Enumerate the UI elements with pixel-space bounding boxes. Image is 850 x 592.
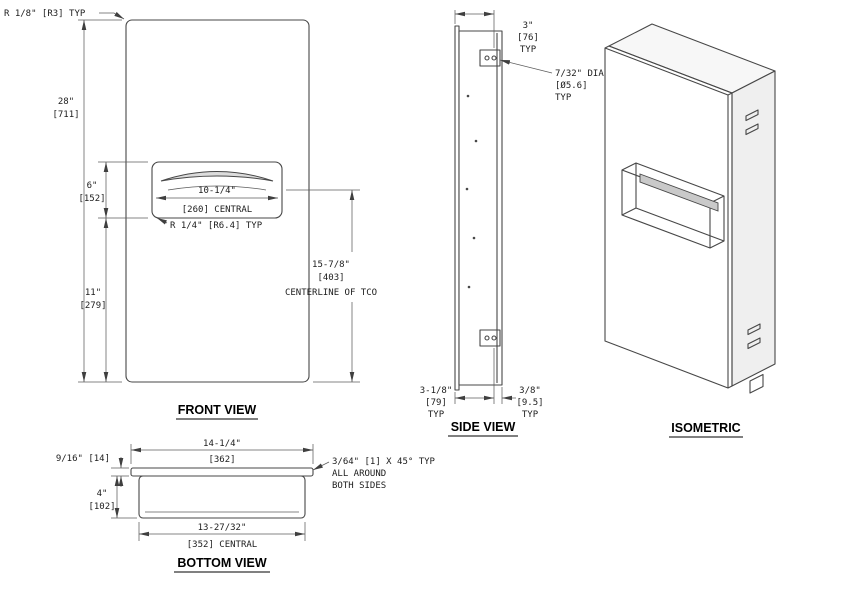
dim-front-height-mm: [711] [52,110,79,120]
bottom-body [138,475,306,519]
front-opening-outline [151,161,283,219]
dim-bottom-width: 14-1/4" [362] [130,439,314,465]
note-chamfer-line2: ALL AROUND [332,469,386,479]
note-chamfer: 3/64" [1] X 45° TYP ALL AROUND BOTH SIDE… [312,457,436,491]
side-body [458,30,503,386]
dim-front-opening-height-in: 6" [87,181,98,191]
dim-side-front-offset-mm: [79] [425,398,447,408]
iso-towel-slot [639,173,719,212]
dim-side-top-offset: 3" [76] TYP [454,10,539,55]
iso-bottom-tab [749,373,764,394]
dim-side-back-offset-in: 3/8" [519,386,541,396]
dim-bottom-width-mm: [362] [208,455,235,465]
note-hole-dia-typ: TYP [555,93,572,103]
dim-front-lower-mm: [279] [79,301,106,311]
front-view-label: FRONT VIEW [178,403,257,417]
dim-side-top-offset-typ: TYP [520,45,537,55]
dim-front-opening-height-mm: [152] [78,194,105,204]
dim-front-tco-mm: [403] [317,273,344,283]
dim-bottom-depth: 4" [102] [88,476,137,519]
side-weld-dots [465,94,478,289]
bottom-flange-strip [130,467,314,477]
dim-side-bottom-offsets: 3-1/8" [79] TYP 3/8" [9.5] TYP [420,348,544,420]
note-hole-dia-in: 7/32" DIA [555,69,604,79]
iso-right-face [731,70,776,387]
note-opening-radius-text: R 1/4" [R6.4] TYP [170,221,263,231]
dim-bottom-depth-in: 4" [97,489,108,499]
dim-front-lower-in: 11" [85,288,101,298]
dim-bottom-body-width: 13-27/32" [352] CENTRAL [138,522,306,550]
dim-front-opening-width: 10-1/4" [260] CENTRAL [156,186,278,215]
bottom-view: 14-1/4" [362] 9/16" [14] 4" [102] 13-27/… [56,439,436,573]
side-view: 3" [76] TYP 7/32" DIA [Ø5.6] TYP 3-1/8" … [420,10,604,437]
towel-slot-curve [160,171,274,182]
side-bottom-bracket [479,329,501,347]
iso-mounting-slots [745,109,761,350]
iso-flange-thickness [604,45,733,389]
dim-side-back-offset-typ: TYP [522,410,539,420]
isometric-view-label: ISOMETRIC [671,421,740,435]
dim-bottom-width-in: 14-1/4" [203,439,241,449]
side-view-label: SIDE VIEW [451,420,516,434]
dim-front-opening-width-in: 10-1/4" [198,186,236,196]
dim-side-top-offset-mm: [76] [517,33,539,43]
bottom-view-label: BOTTOM VIEW [177,556,267,570]
note-opening-radius: R 1/4" [R6.4] TYP [156,217,263,231]
dim-bottom-depth-mm: [102] [88,502,115,512]
front-view: 28" [711] 6" [152] 11" [279] 10-1/4" [26… [4,9,377,420]
note-corner-radius: R 1/8" [R3] TYP [4,9,125,20]
side-top-bracket [479,49,501,67]
towel-tray-edge [167,185,267,191]
front-panel-outline [125,19,310,383]
side-flange [454,25,460,391]
note-chamfer-line3: BOTH SIDES [332,481,386,491]
note-chamfer-line1: 3/64" [1] X 45° TYP [332,457,436,467]
dim-front-tco-in: 15-7/8" [312,260,350,270]
note-hole-dia: 7/32" DIA [Ø5.6] TYP [499,59,604,103]
isometric-view: ISOMETRIC [604,23,776,438]
dim-bottom-body-width-mm: [352] CENTRAL [187,540,257,550]
note-hole-dia-mm: [Ø5.6] [555,80,588,91]
dim-side-front-offset-typ: TYP [428,410,445,420]
iso-recessed-opening [621,162,725,249]
dim-bottom-flange-thickness-text: 9/16" [14] [56,454,110,464]
note-corner-radius-text: R 1/8" [R3] TYP [4,9,86,19]
dim-front-tco: 15-7/8" [403] CENTERLINE OF TCO [285,189,377,383]
dim-front-lower: 11" [279] [79,218,109,382]
dim-front-height-in: 28" [58,97,74,107]
dim-front-height: 28" [711] [52,19,122,383]
dim-front-tco-note: CENTERLINE OF TCO [285,288,377,298]
dim-bottom-body-width-in: 13-27/32" [198,523,247,533]
dim-side-front-offset-in: 3-1/8" [420,386,453,396]
dim-front-opening-width-mm: [260] CENTRAL [182,205,252,215]
dim-side-top-offset-in: 3" [523,21,534,31]
dim-bottom-flange-thickness: 9/16" [14] [56,454,129,487]
dim-side-back-offset-mm: [9.5] [516,398,543,408]
